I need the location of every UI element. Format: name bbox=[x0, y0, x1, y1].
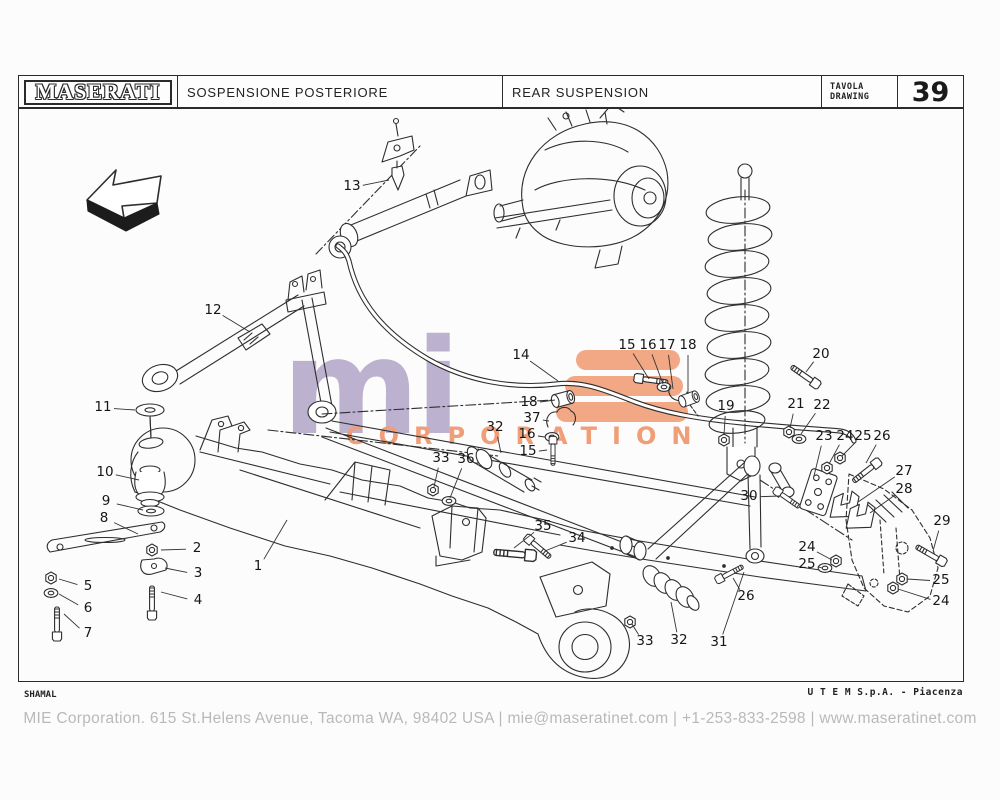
leader-line-12 bbox=[222, 315, 251, 333]
leader-line-9 bbox=[116, 503, 144, 511]
leader-line-8 bbox=[113, 522, 139, 535]
drawing-label: DRAWING bbox=[830, 92, 870, 102]
leader-line-16 bbox=[537, 435, 546, 438]
leader-line-25 bbox=[841, 442, 856, 457]
leader-line-13 bbox=[362, 179, 390, 186]
centerlines bbox=[267, 189, 853, 541]
title-block: MASERATI SOSPENSIONE POSTERIORE REAR SUS… bbox=[18, 75, 964, 109]
pivot-pin bbox=[466, 446, 542, 493]
body-panel-outline bbox=[841, 473, 939, 613]
leader-line-26 bbox=[865, 444, 877, 464]
leader-line-24 bbox=[897, 588, 931, 600]
leader-line-25 bbox=[906, 578, 931, 581]
leader-line-25 bbox=[817, 566, 823, 569]
leader-line-1 bbox=[263, 519, 288, 560]
leader-line-7 bbox=[63, 613, 80, 629]
breather-part-13 bbox=[391, 160, 405, 191]
leader-line-15 bbox=[538, 449, 548, 452]
shock-upper-mount bbox=[799, 468, 876, 529]
leader-line-35 bbox=[513, 531, 535, 549]
leader-line-21 bbox=[789, 413, 794, 429]
drawing-frame bbox=[18, 107, 964, 682]
leader-line-36 bbox=[449, 468, 463, 499]
direction-arrow-icon bbox=[86, 169, 162, 232]
leader-line-23 bbox=[813, 445, 822, 477]
leader-line-10 bbox=[115, 474, 140, 481]
leader-line-5 bbox=[58, 578, 78, 586]
leader-line-33 bbox=[433, 467, 439, 488]
leader-line-16 bbox=[651, 354, 664, 385]
leader-line-28 bbox=[869, 494, 896, 514]
leader-line-11 bbox=[113, 408, 136, 411]
leader-line-6 bbox=[58, 593, 79, 606]
title-italian: SOSPENSIONE POSTERIORE bbox=[187, 84, 389, 100]
logo-cell: MASERATI bbox=[19, 76, 177, 108]
leader-line-2 bbox=[160, 548, 187, 551]
title-italian-cell: SOSPENSIONE POSTERIORE bbox=[177, 76, 502, 108]
mount-hardware-left bbox=[46, 403, 168, 575]
leader-line-24 bbox=[816, 551, 833, 561]
leader-line-14 bbox=[529, 360, 559, 382]
radius-rods bbox=[321, 420, 756, 558]
swaybar-link-parts bbox=[632, 372, 702, 417]
leader-line-32 bbox=[497, 436, 502, 454]
upper-a-frame bbox=[141, 269, 337, 424]
title-english: REAR SUSPENSION bbox=[512, 84, 649, 100]
mie-contact-line: MIE Corporation. 615 St.Helens Avenue, T… bbox=[23, 710, 977, 727]
leader-line-37 bbox=[542, 419, 550, 422]
maserati-logo-text: MASERATI bbox=[35, 79, 161, 104]
leader-line-22 bbox=[800, 412, 816, 435]
maserati-logo: MASERATI bbox=[24, 79, 172, 105]
stabilizer-bar bbox=[335, 243, 857, 444]
crossmember bbox=[130, 415, 867, 679]
leader-line-31 bbox=[722, 571, 745, 635]
leader-line-34 bbox=[544, 541, 567, 552]
drawing-number: 39 bbox=[911, 76, 950, 108]
title-english-cell: REAR SUSPENSION bbox=[502, 76, 821, 108]
tavola-cell: TAVOLA DRAWING bbox=[821, 76, 897, 108]
leader-line-15 bbox=[632, 353, 650, 380]
leader-line-17 bbox=[668, 354, 674, 390]
publisher: U T E M S.p.A. - Piacenza bbox=[807, 687, 963, 698]
leader-line-33 bbox=[631, 623, 639, 635]
leader-line-19 bbox=[723, 415, 726, 436]
watermark-mi: mi bbox=[282, 311, 461, 465]
leader-line-3 bbox=[164, 567, 188, 573]
drawing-number-cell: 39 bbox=[897, 76, 963, 108]
tavola-label: TAVOLA bbox=[830, 82, 864, 92]
leader-line-24 bbox=[828, 444, 840, 465]
leader-line-20 bbox=[805, 361, 815, 373]
leader-line-4 bbox=[160, 591, 188, 600]
leader-line-29 bbox=[932, 530, 940, 552]
differential-housing bbox=[493, 87, 669, 269]
swaybar-clamp-parts bbox=[544, 389, 577, 466]
leader-line-27 bbox=[857, 476, 896, 503]
leader-line-32 bbox=[670, 601, 678, 633]
watermark-bar bbox=[576, 350, 680, 370]
leader-line-18 bbox=[539, 399, 556, 403]
propeller-shaft bbox=[315, 117, 493, 259]
leader-line-30 bbox=[759, 495, 781, 498]
lower-wishbone bbox=[619, 455, 795, 611]
model-name: SHAMAL bbox=[24, 690, 57, 700]
